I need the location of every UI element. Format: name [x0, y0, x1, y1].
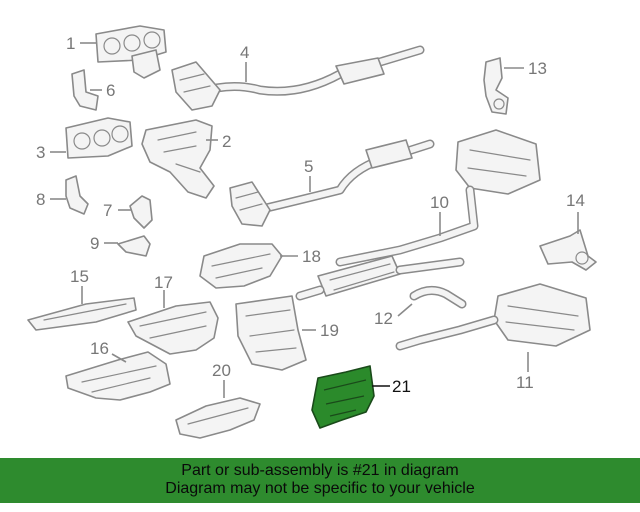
leader-line-16: [111, 353, 127, 363]
banner-line-disclaimer: Diagram may not be specific to your vehi…: [165, 480, 475, 497]
part-3-manifold-gasket[interactable]: [65, 117, 133, 159]
callout-4[interactable]: 4: [240, 43, 249, 62]
part-11-rear-muffler[interactable]: [395, 283, 591, 351]
part-21-heat-shield-highlighted[interactable]: [311, 365, 375, 429]
part-10-intermediate-pipe[interactable]: [295, 129, 541, 301]
callout-8[interactable]: 8: [36, 190, 45, 209]
callout-6[interactable]: 6: [106, 81, 115, 100]
callout-7[interactable]: 7: [103, 201, 112, 220]
callout-14[interactable]: 14: [566, 191, 585, 210]
leader-line-12: [397, 303, 413, 317]
info-banner: Part or sub-assembly is #21 in diagram D…: [0, 458, 640, 503]
part-14-hanger-bracket[interactable]: [539, 229, 597, 271]
callout-5[interactable]: 5: [304, 157, 313, 176]
callout-21[interactable]: 21: [392, 377, 411, 396]
callout-17[interactable]: 17: [154, 273, 173, 292]
callout-1[interactable]: 1: [66, 34, 75, 53]
callout-10[interactable]: 10: [430, 193, 449, 212]
callout-20[interactable]: 20: [212, 361, 231, 380]
part-17-heat-shield[interactable]: [127, 301, 219, 355]
part-4-front-pipe-catalytic-converter[interactable]: [171, 45, 425, 111]
callout-19[interactable]: 19: [320, 321, 339, 340]
part-1-bracket: [131, 49, 161, 79]
part-19-heat-shield[interactable]: [235, 295, 307, 371]
callout-16[interactable]: 16: [90, 339, 109, 358]
callout-3[interactable]: 3: [36, 143, 45, 162]
callout-9[interactable]: 9: [90, 234, 99, 253]
part-6-bracket[interactable]: [71, 69, 99, 111]
callout-13[interactable]: 13: [528, 59, 547, 78]
part-12-connector-pipe[interactable]: [409, 286, 467, 309]
callout-15[interactable]: 15: [70, 267, 89, 286]
banner-line-part: Part or sub-assembly is #21 in diagram: [181, 462, 459, 479]
exhaust-parts-diagram: 1 6 3 2 8 7 9: [27, 25, 597, 439]
callout-2[interactable]: 2: [222, 132, 231, 151]
callout-18[interactable]: 18: [302, 247, 321, 266]
part-7-bracket[interactable]: [129, 195, 153, 229]
part-13-hanger-bracket[interactable]: [483, 57, 509, 115]
part-20-heat-shield[interactable]: [175, 397, 261, 439]
part-9-bracket[interactable]: [117, 235, 151, 257]
part-15-heat-shield[interactable]: [27, 297, 137, 331]
part-18-heat-shield[interactable]: [199, 243, 283, 289]
part-8-bracket[interactable]: [65, 175, 89, 215]
callout-12[interactable]: 12: [374, 309, 393, 328]
part-2-exhaust-manifold[interactable]: [141, 119, 215, 199]
part-16-heat-shield[interactable]: [65, 351, 171, 401]
callout-11[interactable]: 11: [516, 373, 534, 392]
part-5-front-pipe-catalytic-converter[interactable]: [229, 139, 435, 227]
